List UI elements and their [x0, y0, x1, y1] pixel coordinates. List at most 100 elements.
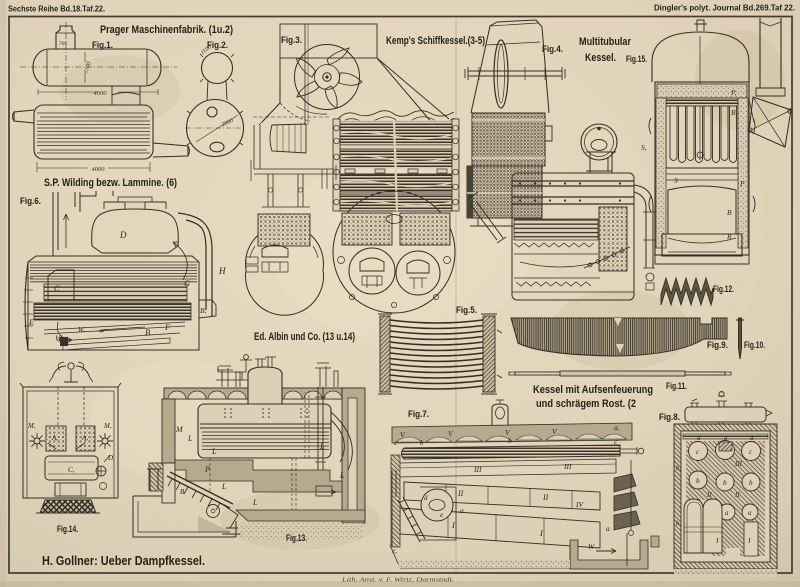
svg-text:III: III — [563, 462, 572, 471]
svg-text:A,: A, — [51, 434, 58, 442]
svg-text:C: C — [54, 283, 60, 293]
svg-text:S,: S, — [641, 143, 647, 152]
svg-text:Kessel.: Kessel. — [585, 52, 616, 64]
svg-text:M: M — [175, 425, 184, 434]
svg-text:H. Gollner: Ueber Dampfkessel.: H. Gollner: Ueber Dampfkessel. — [42, 554, 205, 568]
svg-text:Fig.15.: Fig.15. — [626, 54, 647, 65]
svg-text:B: B — [145, 327, 150, 337]
svg-text:2000: 2000 — [221, 118, 234, 129]
svg-text:e: e — [440, 511, 443, 519]
svg-text:II: II — [457, 489, 464, 498]
svg-text:c: c — [614, 437, 618, 446]
svg-text:R: R — [726, 232, 732, 241]
svg-text:c: c — [696, 448, 700, 456]
svg-text:IV: IV — [575, 500, 584, 509]
svg-text:d: d — [424, 494, 428, 502]
svg-text:Fig.9.: Fig.9. — [707, 340, 728, 351]
svg-text:Fig.11.: Fig.11. — [666, 381, 687, 392]
svg-text:L: L — [221, 482, 227, 491]
svg-text:a,: a, — [614, 423, 620, 432]
svg-text:H: H — [218, 266, 226, 276]
svg-text:P: P — [204, 465, 210, 474]
svg-text:a: a — [606, 524, 610, 533]
svg-text:V: V — [505, 428, 511, 437]
svg-text:M,: M, — [103, 422, 112, 430]
svg-text:A,: A, — [81, 434, 88, 442]
svg-text:L: L — [319, 442, 325, 451]
svg-text:b: b — [749, 479, 753, 487]
svg-text:L: L — [187, 434, 193, 443]
svg-text:1100: 1100 — [83, 61, 93, 74]
svg-text:k: k — [420, 438, 424, 447]
svg-text:700: 700 — [59, 41, 68, 47]
svg-text:b,: b, — [676, 520, 681, 527]
svg-text:I: I — [747, 536, 751, 545]
svg-text:P,: P, — [730, 88, 737, 97]
svg-text:Fig.10.: Fig.10. — [744, 340, 765, 351]
svg-text:V: V — [448, 429, 454, 438]
svg-text:I: I — [451, 520, 456, 530]
svg-text:W: W — [588, 542, 595, 551]
svg-text:k: k — [508, 436, 512, 445]
svg-text:L: L — [252, 498, 258, 507]
svg-text:Sechste Reihe Bd.18.Taf.22.: Sechste Reihe Bd.18.Taf.22. — [8, 5, 105, 14]
svg-text:L: L — [211, 447, 217, 456]
svg-text:4000: 4000 — [94, 90, 108, 97]
svg-text:b: b — [696, 477, 700, 485]
svg-text:W: W — [55, 333, 63, 343]
svg-text:II: II — [734, 491, 740, 499]
svg-text:S.P. Wilding bezw. Lammine. (6: S.P. Wilding bezw. Lammine. (6) — [44, 177, 177, 189]
svg-text:D,: D, — [107, 454, 115, 462]
svg-text:W,: W, — [78, 326, 85, 334]
svg-text:Fig.2.: Fig.2. — [207, 40, 228, 51]
svg-text:I: I — [539, 528, 544, 538]
svg-text:Multitubular: Multitubular — [579, 36, 632, 48]
svg-text:P: P — [739, 179, 745, 188]
svg-text:Lith. Anst. v. F. Wirtz, Darms: Lith. Anst. v. F. Wirtz, Darmstadt. — [341, 577, 454, 584]
svg-text:d: d — [750, 435, 754, 442]
svg-text:Fig.4.: Fig.4. — [542, 44, 563, 55]
svg-text:S: S — [674, 176, 678, 185]
svg-text:d: d — [724, 435, 728, 442]
svg-text:III: III — [734, 460, 743, 468]
svg-text:V: V — [552, 427, 558, 436]
svg-text:e,: e, — [392, 547, 397, 555]
svg-text:Fig.14.: Fig.14. — [57, 524, 78, 535]
svg-text:Fig.1.: Fig.1. — [92, 40, 113, 51]
svg-text:B: B — [727, 208, 732, 217]
svg-text:b: b — [723, 479, 727, 487]
svg-text:III: III — [473, 465, 482, 474]
svg-text:B,: B, — [200, 306, 207, 315]
svg-text:V: V — [400, 430, 406, 439]
svg-text:Fig.5.: Fig.5. — [456, 305, 477, 316]
svg-text:Ed. Albin und Co. (13 u.14): Ed. Albin und Co. (13 u.14) — [254, 331, 355, 343]
svg-text:II: II — [706, 491, 712, 499]
svg-text:D: D — [119, 230, 127, 240]
svg-text:c: c — [394, 438, 398, 447]
svg-text:Fig.12.: Fig.12. — [713, 284, 734, 295]
svg-text:c: c — [749, 448, 753, 456]
svg-text:Kessel mit Aufsenfeuerung: Kessel mit Aufsenfeuerung — [533, 384, 653, 396]
svg-text:a: a — [748, 509, 752, 517]
svg-text:Fig.13.: Fig.13. — [286, 533, 307, 544]
svg-text:Fig.8.: Fig.8. — [659, 412, 680, 423]
svg-text:C,: C, — [68, 466, 75, 474]
svg-text:E: E — [28, 317, 35, 327]
svg-text:und schrägem Rost. (2: und schrägem Rost. (2 — [536, 398, 636, 410]
svg-text:Fig.3.: Fig.3. — [281, 35, 302, 46]
svg-text:d: d — [697, 435, 701, 442]
svg-text:M,: M, — [27, 422, 36, 430]
svg-text:Prager Maschinenfabrik. (1u.2): Prager Maschinenfabrik. (1u.2) — [100, 24, 233, 36]
svg-text:a: a — [725, 509, 729, 517]
svg-text:F: F — [164, 322, 171, 332]
svg-text:II: II — [542, 493, 549, 502]
svg-text:B: B — [180, 488, 185, 496]
svg-text:a: a — [460, 506, 464, 515]
svg-text:4000: 4000 — [92, 166, 106, 173]
svg-text:Fig.6.: Fig.6. — [20, 196, 41, 207]
svg-text:Fig.7.: Fig.7. — [408, 409, 429, 420]
svg-text:b,: b, — [676, 465, 681, 472]
svg-text:B,: B, — [731, 108, 738, 117]
svg-text:Kemp's Schiffkessel.(3-5): Kemp's Schiffkessel.(3-5) — [386, 35, 485, 47]
svg-text:Dingler's polyt. Journal Bd.26: Dingler's polyt. Journal Bd.269.Taf 22. — [654, 4, 795, 13]
